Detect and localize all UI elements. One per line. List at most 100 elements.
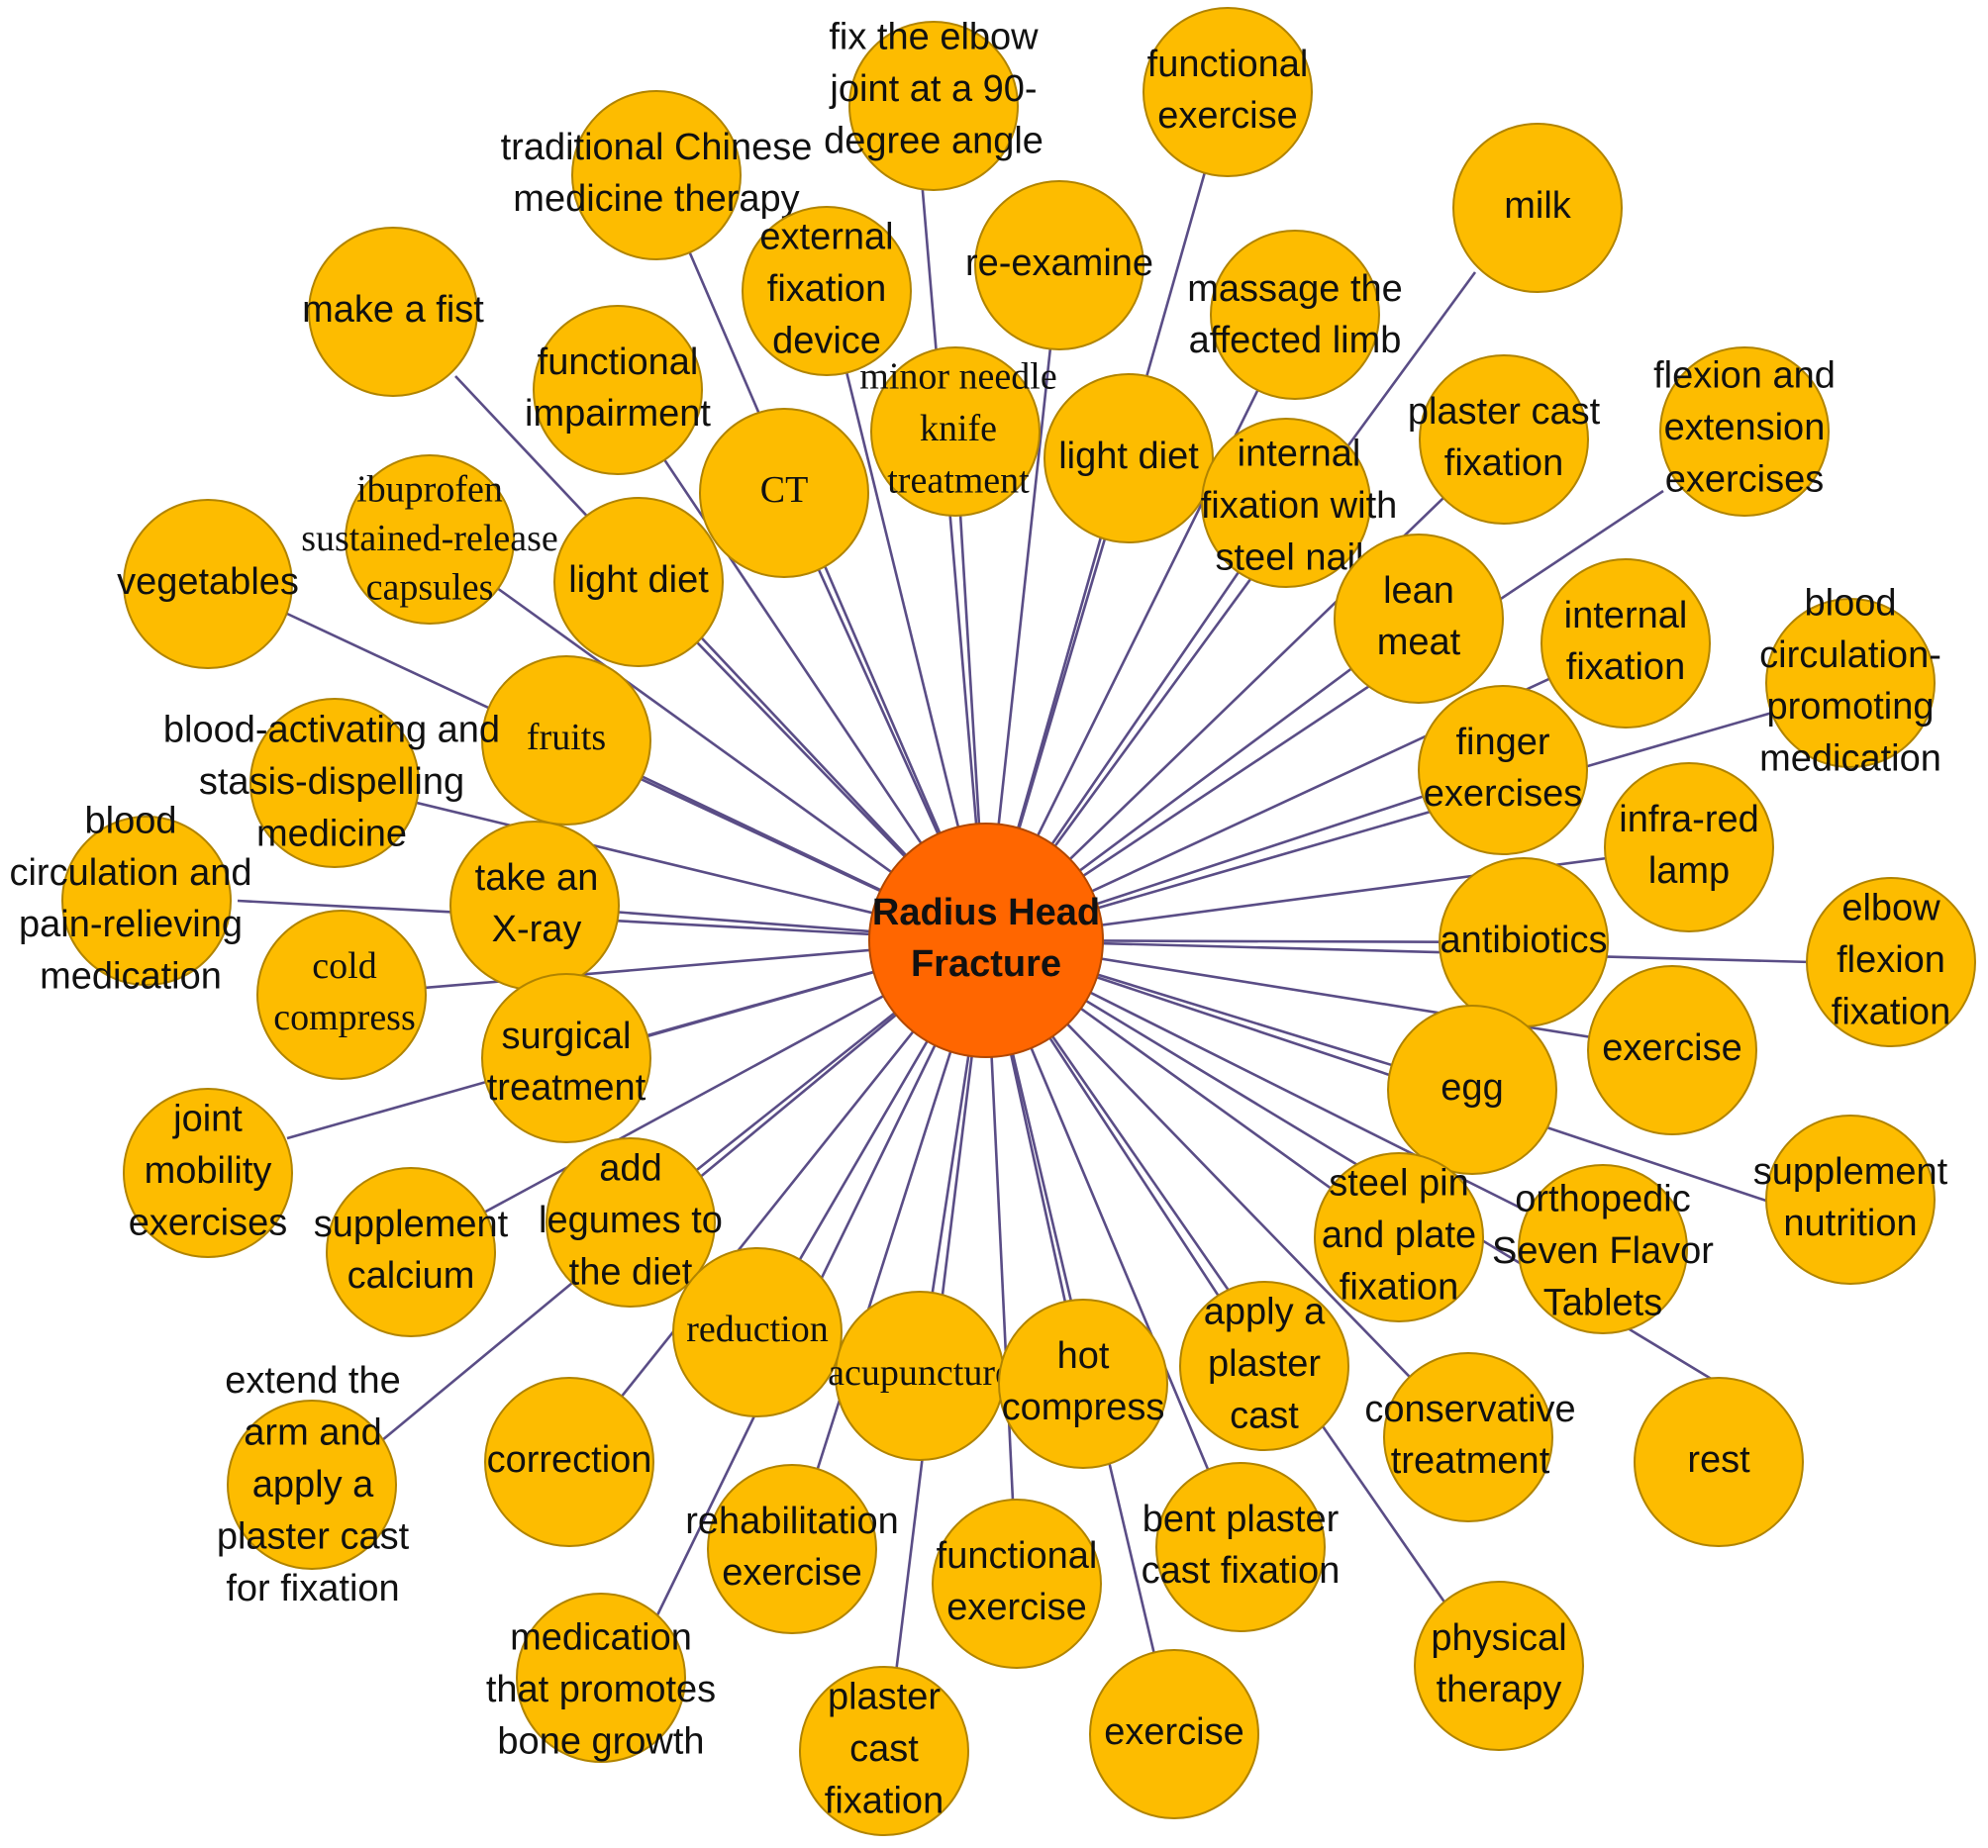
node-label-line: massage the [1187, 268, 1403, 310]
node-circle [1806, 877, 1976, 1047]
node-label-line: physical [1431, 1617, 1566, 1659]
node-label: correction [487, 1439, 652, 1481]
node-label-line: cold [312, 944, 376, 986]
node-label-line: meat [1377, 622, 1461, 663]
node-traditional-chinese-medicine-therapy: traditional Chinese medicine therapy [501, 90, 813, 260]
node-label-line: cast [849, 1728, 919, 1770]
node-label: antibiotics [1441, 920, 1608, 961]
node-label-line: impairment [525, 393, 711, 435]
node-circle [1419, 354, 1589, 525]
node-label-line: light diet [1058, 436, 1199, 477]
node-label-line: infra-red [1619, 799, 1759, 840]
node-exercise-bottom: exercise [1089, 1649, 1259, 1819]
node-label-line: pain-relieving [19, 904, 243, 945]
node-label-line: sustained-release [301, 518, 558, 559]
center-circle [868, 823, 1104, 1058]
node-circle [1634, 1377, 1804, 1547]
node-label-line: compress [273, 997, 416, 1038]
node-label-line: lamp [1648, 850, 1730, 892]
node-rest: rest [1634, 1377, 1804, 1547]
node-label-line: affected limb [1189, 320, 1402, 361]
node-functional-impairment: functional impairment [525, 305, 711, 475]
node-label: functional exercise [1147, 44, 1309, 137]
node-label-line: plaster cast [1408, 391, 1601, 433]
node-label-line: exercises [1424, 773, 1583, 815]
node-label: make a fist [302, 289, 484, 331]
node-massage-affected-limb: massage the affected limb [1187, 230, 1403, 400]
node-circle [742, 206, 912, 376]
node-label-line: finger [1455, 722, 1549, 763]
node-label-line: reduction [686, 1309, 829, 1350]
edge-flexion-extension [985, 489, 1664, 942]
node-label-line: degree angle [824, 120, 1044, 161]
node-circle [1210, 230, 1380, 400]
node-label: fruits [527, 717, 606, 758]
node-label-line: Tablets [1543, 1282, 1662, 1323]
node-infra-red-lamp: infra-red lamp [1604, 762, 1774, 932]
node-label-line: mobility [145, 1150, 272, 1192]
node-label-line: conservative [1364, 1389, 1575, 1430]
node-label-line: stasis-dispelling [199, 761, 464, 803]
node-make-a-fist: make a fist [302, 227, 484, 397]
node-label-line: ibuprofen [356, 468, 503, 510]
node-label: traditional Chinese medicine therapy [501, 127, 813, 220]
node-label-line: device [772, 320, 881, 361]
node-circle [1765, 1115, 1936, 1285]
node-label-line: exercise [1157, 95, 1298, 137]
node-circle [848, 21, 1019, 191]
node-label-line: blood [85, 800, 177, 841]
node-circle [533, 305, 703, 475]
node-label-line: treatment [887, 459, 1030, 501]
node-circle [1387, 1005, 1557, 1175]
node-label-line: medicine therapy [513, 178, 799, 220]
node-label-line: medication [510, 1617, 692, 1659]
node-label-line: apply a [252, 1464, 374, 1506]
node-label: reduction [686, 1309, 829, 1350]
node-circle [1518, 1164, 1688, 1334]
node-label-line: traditional Chinese [501, 127, 813, 168]
center-label-line: Radius Head [872, 892, 1100, 933]
node-circle [326, 1167, 496, 1337]
node-label-line: surgical [502, 1016, 632, 1057]
node-label-line: extend the [225, 1360, 400, 1402]
node-circle [345, 454, 515, 625]
node-label: milk [1504, 185, 1572, 227]
node-vegetables: vegetables [117, 499, 299, 669]
node-label-line: arm and [244, 1412, 381, 1454]
node-circle [123, 1088, 293, 1258]
edge-infra-red-lamp [985, 845, 1690, 942]
node-label-line: X-ray [492, 909, 582, 950]
node-circle [1155, 1462, 1326, 1632]
node-label-line: knife [920, 408, 997, 449]
node-circle [699, 408, 869, 578]
node-label-line: functional [538, 341, 699, 383]
node-finger-exercises: finger exercises [1418, 685, 1588, 855]
edge-blood-circulation-promoting [985, 711, 1773, 942]
node-label-line: functional [1147, 44, 1309, 85]
